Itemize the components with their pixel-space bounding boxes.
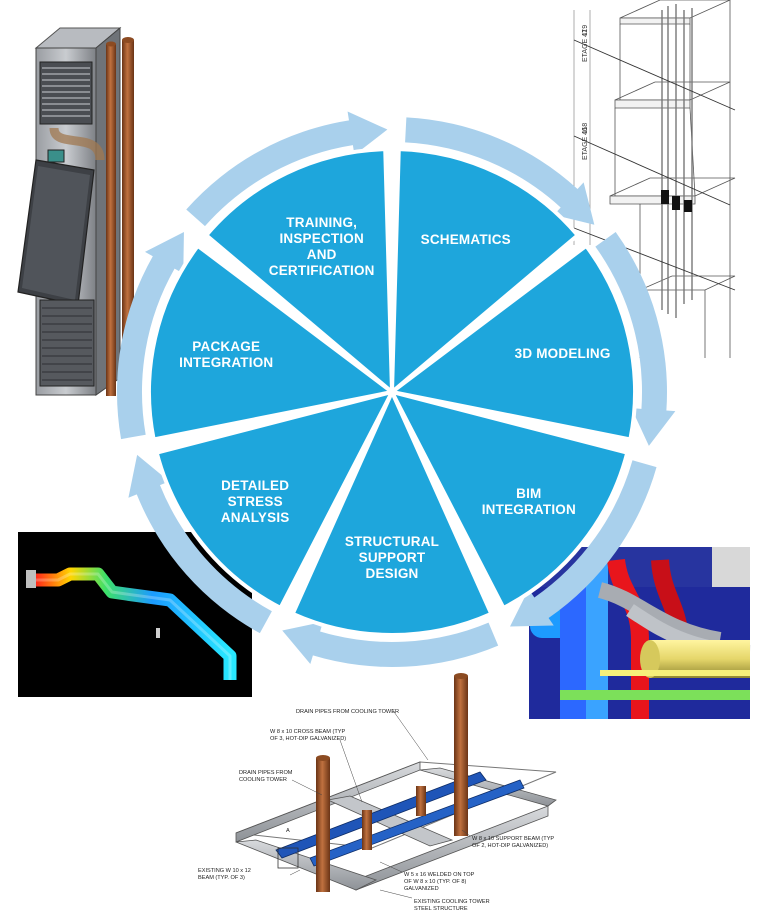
segment-bim-integration bbox=[388, 388, 630, 611]
cycle-arrow-3d-modeling bbox=[595, 232, 676, 446]
cycle-arrow-schematics bbox=[405, 117, 595, 225]
callout-support-beam-2: OF 2, HOT-DIP GALVANIZED) bbox=[472, 843, 548, 849]
cycle-arrow-package-integration bbox=[117, 231, 184, 440]
label-bim-integration-line-1: BIM bbox=[516, 486, 541, 501]
segment-package-integration bbox=[147, 243, 397, 442]
callout-existing-structure-1: EXISTING COOLING TOWER bbox=[414, 899, 490, 905]
detail-marker-a: A bbox=[286, 828, 290, 834]
cycle-arrow-bim-integration bbox=[510, 460, 657, 627]
label-training-inspection-certification-line-4: CERTIFICATION bbox=[269, 263, 375, 278]
cycle-arrow-detailed-stress-analysis bbox=[128, 454, 272, 634]
callout-cross-beam-1: W 8 x 10 CROSS BEAM (TYP bbox=[270, 729, 345, 735]
label-schematics-line-1: SCHEMATICS bbox=[421, 232, 511, 247]
label-training-inspection-certification-line-3: AND bbox=[307, 247, 337, 262]
label-training-inspection-certification-line-2: INSPECTION bbox=[279, 231, 364, 246]
segment-3d-modeling bbox=[387, 243, 637, 442]
label-structural-support-design-line-2: SUPPORT bbox=[359, 550, 426, 565]
label-package-integration-line-1: PACKAGE bbox=[192, 339, 260, 354]
level-119-label: 119 bbox=[582, 25, 589, 36]
label-package-integration-line-2: INTEGRATION bbox=[179, 355, 273, 370]
cycle-arrow-ring bbox=[117, 111, 676, 667]
callout-cross-beam-2: OF 3, HOT-DIP GALVANIZED) bbox=[270, 736, 346, 742]
segment-structural-support-design bbox=[290, 387, 494, 637]
callout-support-beam-1: W 8 x 10 SUPPORT BEAM (TYP bbox=[472, 836, 554, 842]
etage-46-label: ETAGE 46 bbox=[582, 127, 589, 160]
segment-training-inspection-certification bbox=[203, 147, 395, 397]
bim-model-image bbox=[529, 547, 751, 719]
structural-support-image: A DRAIN PIPES FROM COOLING TOWER W 8 x 1… bbox=[198, 673, 557, 912]
cycle-pie bbox=[147, 147, 637, 637]
callout-drain-pipes-top: DRAIN PIPES FROM COOLING TOWER bbox=[296, 709, 399, 715]
level-118-label: 118 bbox=[582, 123, 589, 134]
label-structural-support-design-line-3: DESIGN bbox=[366, 566, 419, 581]
cycle-arrow-structural-support-design bbox=[282, 621, 499, 667]
callout-welded-3: GALVANIZED bbox=[404, 886, 439, 892]
label-detailed-stress-analysis-line-1: DETAILED bbox=[221, 478, 289, 493]
label-detailed-stress-analysis-line-2: STRESS bbox=[228, 494, 283, 509]
callout-existing-structure-2: STEEL STRUCTURE bbox=[414, 906, 468, 912]
callout-welded-2: OF W 8 x 10 (TYP. OF 8) bbox=[404, 879, 467, 885]
cycle-arrow-training-inspection-certification bbox=[186, 111, 388, 227]
hvac-unit-image bbox=[17, 26, 134, 396]
label-training-inspection-certification-line-1: TRAINING, bbox=[286, 215, 357, 230]
etage-47-label: ETAGE 47 bbox=[582, 29, 589, 62]
callout-welded-1: W 5 x 16 WELDED ON TOP bbox=[404, 872, 475, 878]
segment-detailed-stress-analysis bbox=[154, 388, 396, 611]
riser-drawing-image: ETAGE 47 ETAGE 46 119 118 45 bbox=[573, 0, 736, 358]
callout-drain-pipes-left-1: DRAIN PIPES FROM bbox=[239, 770, 293, 776]
callout-existing-beam-2: BEAM (TYP. OF 3) bbox=[198, 875, 245, 881]
callout-existing-beam-1: EXISTING W 10 x 12 bbox=[198, 868, 251, 874]
stress-analysis-image bbox=[18, 532, 252, 697]
label-structural-support-design-line-1: STRUCTURAL bbox=[345, 534, 439, 549]
label-detailed-stress-analysis-line-3: ANALYSIS bbox=[221, 510, 290, 525]
label-bim-integration-line-2: INTEGRATION bbox=[482, 502, 576, 517]
label-3d-modeling-line-1: 3D MODELING bbox=[515, 346, 611, 361]
segment-schematics bbox=[389, 147, 581, 397]
callout-drain-pipes-left-2: COOLING TOWER bbox=[239, 777, 287, 783]
